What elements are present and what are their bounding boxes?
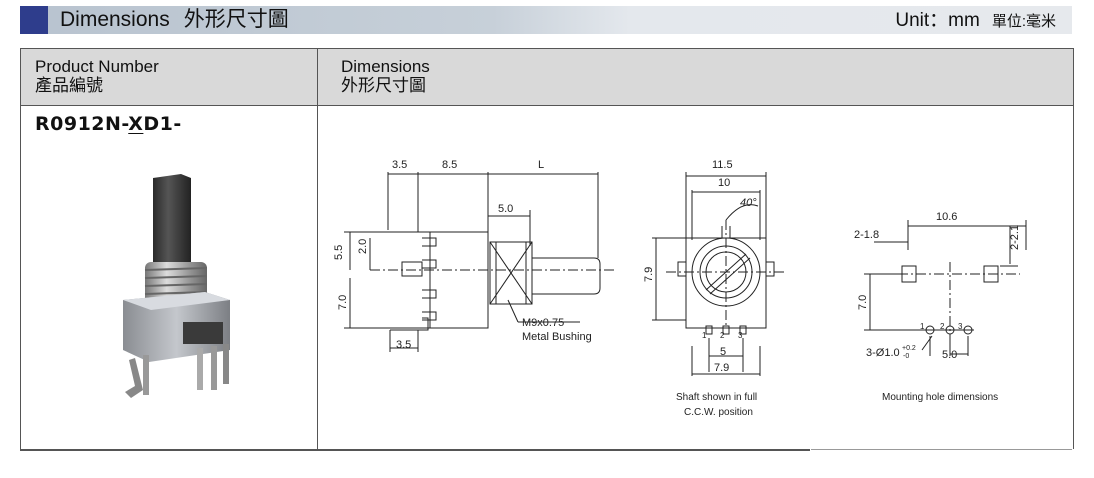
title-cn: 外形尺寸圖	[183, 8, 289, 31]
mount-tol-up: +0.2	[902, 345, 916, 352]
side-dim-1: 3.5	[392, 159, 407, 171]
col1-cn: 產品編號	[35, 76, 103, 95]
table-bottom-border	[20, 449, 810, 451]
unit-cn: 單位:毫米	[991, 13, 1056, 30]
col2-en: Dimensions	[341, 57, 430, 76]
mount-tol-dn: -0	[903, 353, 909, 360]
mount-pin-2: 2	[940, 322, 945, 331]
col1-en: Product Number	[35, 57, 159, 76]
side-dim-8: 3.5	[396, 339, 411, 351]
pn-suffix: D1-	[143, 113, 182, 135]
unit-label: Unit：mm 單位:毫米	[895, 9, 1056, 34]
table-bottom-border-right	[811, 449, 1072, 450]
mount-dim-4: 7.0	[857, 295, 869, 310]
mount-dim-5: 3-Ø1.0	[866, 347, 900, 359]
mount-dim-3: 2-2.1	[1009, 225, 1021, 250]
dimensions-table: Product Number 產品編號 Dimensions 外形尺寸圖 R09…	[20, 48, 1074, 449]
front-caption-2: C.C.W. position	[684, 407, 753, 418]
col2-cn: 外形尺寸圖	[341, 76, 426, 95]
mount-dim-2: 2-1.8	[854, 229, 879, 241]
front-pin-3: 3	[738, 331, 743, 340]
side-dim-7: 7.0	[337, 295, 349, 310]
front-dim-6: 7.9	[714, 362, 729, 374]
header-marker-square	[20, 6, 48, 34]
title-en: Dimensions	[60, 8, 170, 31]
side-note-2: Metal Bushing	[522, 331, 592, 343]
col-dimensions: Dimensions 外形尺寸圖	[341, 57, 430, 95]
pn-variant: X	[128, 113, 144, 135]
mount-pin-3: 3	[958, 322, 963, 331]
section-title: Dimensions 外形尺寸圖	[60, 7, 289, 33]
dimension-drawings: 3.5 8.5 L 5.0 5.5 2.0 7.0 3.5 M9x0.75 Me…	[333, 159, 1027, 418]
front-dim-5: 5	[720, 346, 726, 358]
mounting-view	[864, 220, 1027, 356]
front-dim-1: 11.5	[712, 159, 733, 171]
front-dim-4: 7.9	[643, 267, 655, 282]
front-dim-3: 40°	[740, 197, 757, 209]
front-dim-2: 10	[718, 177, 730, 189]
mount-caption: Mounting hole dimensions	[882, 392, 998, 403]
front-caption-1: Shaft shown in full	[676, 392, 757, 403]
table-header: Product Number 產品編號 Dimensions 外形尺寸圖	[21, 49, 1073, 106]
pn-prefix: R0912N-	[35, 113, 129, 135]
unit-en: Unit：mm	[895, 10, 980, 31]
side-dim-6: 2.0	[357, 239, 369, 254]
front-pin-1: 1	[702, 331, 707, 340]
col-product-number: Product Number 產品編號	[35, 57, 159, 95]
potentiometer-image	[123, 174, 230, 398]
side-view	[344, 172, 616, 352]
front-view	[652, 172, 786, 376]
mount-dim-6: 5.0	[942, 349, 957, 361]
mount-dim-1: 10.6	[936, 211, 957, 223]
side-note-1: M9x0.75	[522, 317, 564, 329]
side-dim-4: 5.0	[498, 203, 513, 215]
front-pin-2: 2	[720, 331, 725, 340]
product-number: R0912N-XD1-	[35, 113, 182, 135]
section-header: Dimensions 外形尺寸圖 Unit：mm 單位:毫米	[20, 6, 1072, 34]
side-dim-2: 8.5	[442, 159, 457, 171]
column-divider	[317, 49, 318, 449]
mount-pin-1: 1	[920, 322, 925, 331]
side-dim-3: L	[538, 159, 544, 171]
side-dim-5: 5.5	[333, 245, 345, 260]
